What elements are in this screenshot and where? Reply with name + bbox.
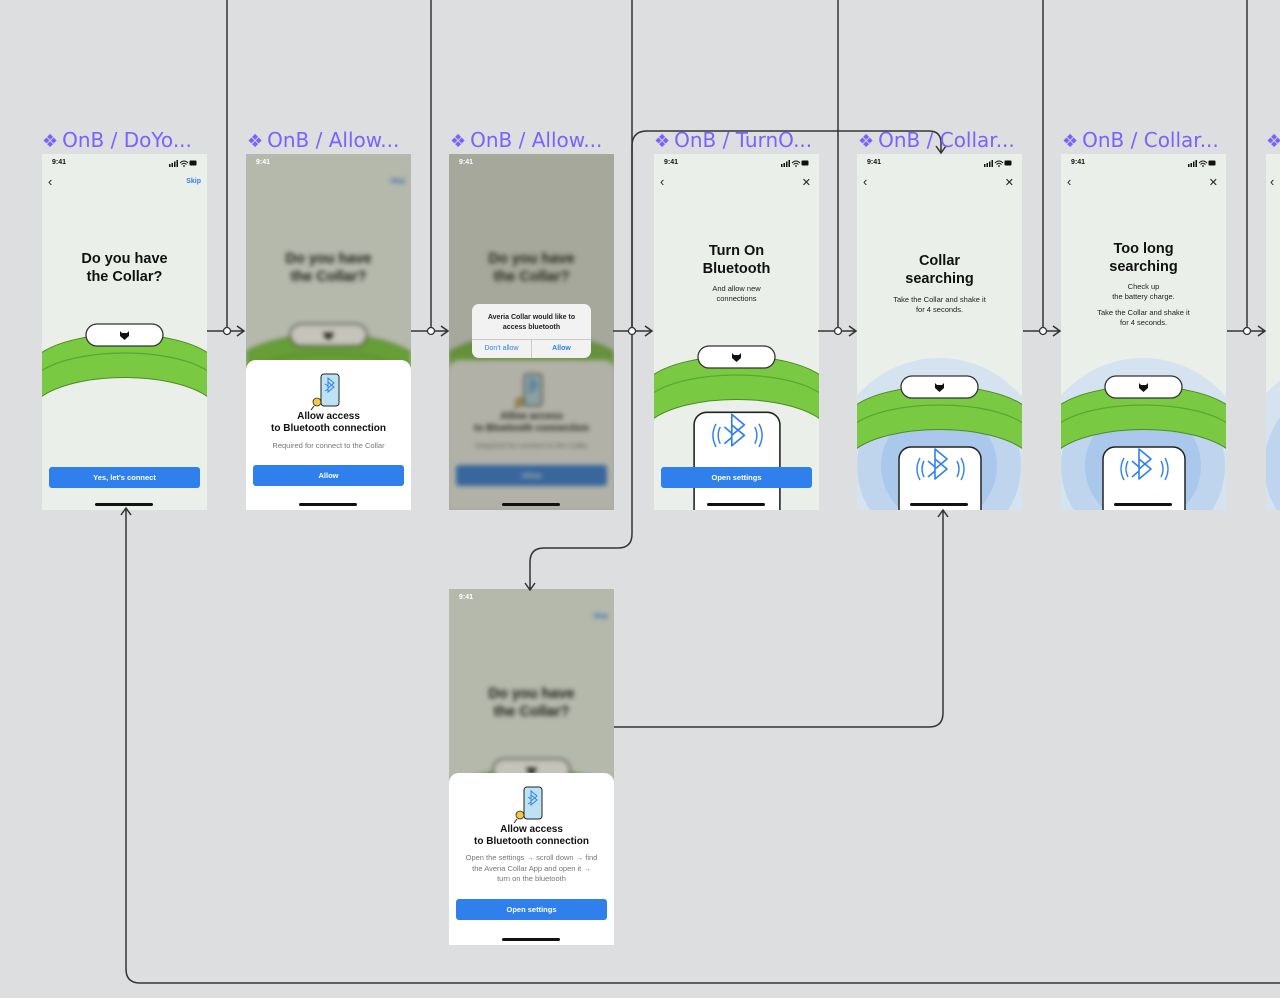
connector-line	[613, 325, 654, 337]
home-indicator	[502, 503, 560, 506]
open-settings-button[interactable]: Open settings	[661, 467, 812, 488]
status-bar: 9:41	[256, 159, 271, 166]
open-settings-button[interactable]: Open settings	[456, 899, 607, 920]
connector-line	[1023, 325, 1062, 337]
status-icons	[169, 159, 197, 167]
back-chevron-icon[interactable]: ‹	[863, 174, 868, 189]
component-diamond-icon: ❖	[247, 131, 264, 152]
phone-bluetooth-illustration	[897, 445, 983, 510]
connector-node	[1038, 326, 1048, 336]
alert-message: Averia Collar would like to access bluet…	[487, 314, 576, 331]
close-icon[interactable]: ✕	[801, 177, 811, 189]
frame-label[interactable]: ❖OnB / Collar...	[1062, 128, 1219, 152]
connector-node	[627, 326, 637, 336]
home-indicator	[707, 503, 765, 506]
status-bar: 9:41	[654, 159, 819, 171]
connector-node	[1242, 326, 1252, 336]
dont-allow-button[interactable]: Don't allow	[484, 345, 519, 352]
frame-label[interactable]: ❖OnB / TurnO...	[654, 128, 813, 152]
phone-bluetooth-illustration	[1101, 445, 1187, 510]
close-icon[interactable]: ✕	[1004, 177, 1014, 189]
connector-line	[411, 325, 450, 337]
connector-line	[207, 325, 246, 337]
frame-label[interactable]: ❖OnB / DoYo...	[42, 128, 192, 152]
bluetooth-phone-icon	[512, 785, 552, 825]
component-diamond-icon: ❖	[654, 131, 671, 152]
status-bar: 9:41	[459, 594, 474, 601]
sheet-subtitle: Required for connect to the Collar	[272, 441, 385, 450]
home-indicator	[502, 938, 560, 941]
status-bar: 9:41	[857, 159, 1022, 171]
yes-connect-button[interactable]: Yes, let's connect	[49, 467, 200, 488]
close-icon[interactable]: ✕	[1208, 177, 1218, 189]
component-diamond-icon: ❖	[858, 131, 875, 152]
home-indicator	[910, 503, 968, 506]
phone-bluetooth-illustration	[692, 410, 782, 510]
frame-label[interactable]: ❖OnB / Allow...	[247, 128, 400, 152]
bluetooth-permission-alert: Averia Collar would like to access bluet…	[472, 304, 591, 358]
skip-link[interactable]: Skip	[186, 178, 201, 185]
connector-line	[1227, 325, 1267, 337]
component-diamond-icon: ❖	[1062, 131, 1079, 152]
connector-node	[426, 326, 436, 336]
alert-allow-button[interactable]: Allow	[531, 340, 591, 358]
back-chevron-icon[interactable]: ‹	[1067, 174, 1072, 189]
back-chevron-icon[interactable]: ‹	[48, 174, 53, 189]
bluetooth-phone-icon	[309, 372, 349, 412]
status-bar: 9:41	[1061, 159, 1226, 171]
frame-label[interactable]: ❖OnB / Collar...	[858, 128, 1015, 152]
status-icons	[1188, 159, 1216, 167]
frame-partial[interactable]: ‹	[1266, 154, 1280, 510]
connector-node	[222, 326, 232, 336]
back-chevron-icon[interactable]: ‹	[1270, 174, 1275, 189]
allow-button[interactable]: Allow	[253, 465, 404, 486]
partial-rings	[1266, 380, 1280, 510]
connector-node	[833, 326, 843, 336]
home-indicator	[95, 503, 153, 506]
home-indicator	[299, 503, 357, 506]
connector-line	[818, 325, 858, 337]
component-diamond-icon: ❖	[450, 131, 467, 152]
component-diamond-icon: ❖	[42, 131, 59, 152]
component-diamond-icon: ❖	[1266, 131, 1280, 152]
back-chevron-icon[interactable]: ‹	[660, 174, 665, 189]
status-bar: 9:41	[42, 159, 207, 171]
collar-illustration	[42, 322, 207, 422]
status-icons	[984, 159, 1012, 167]
status-icons	[781, 159, 809, 167]
frame-label-partial[interactable]: ❖	[1266, 128, 1280, 152]
status-bar: 9:41	[459, 159, 474, 166]
connector-line	[614, 508, 949, 728]
home-indicator	[1114, 503, 1172, 506]
connector-line	[120, 506, 1280, 984]
frame-label[interactable]: ❖OnB / Allow...	[450, 128, 603, 152]
